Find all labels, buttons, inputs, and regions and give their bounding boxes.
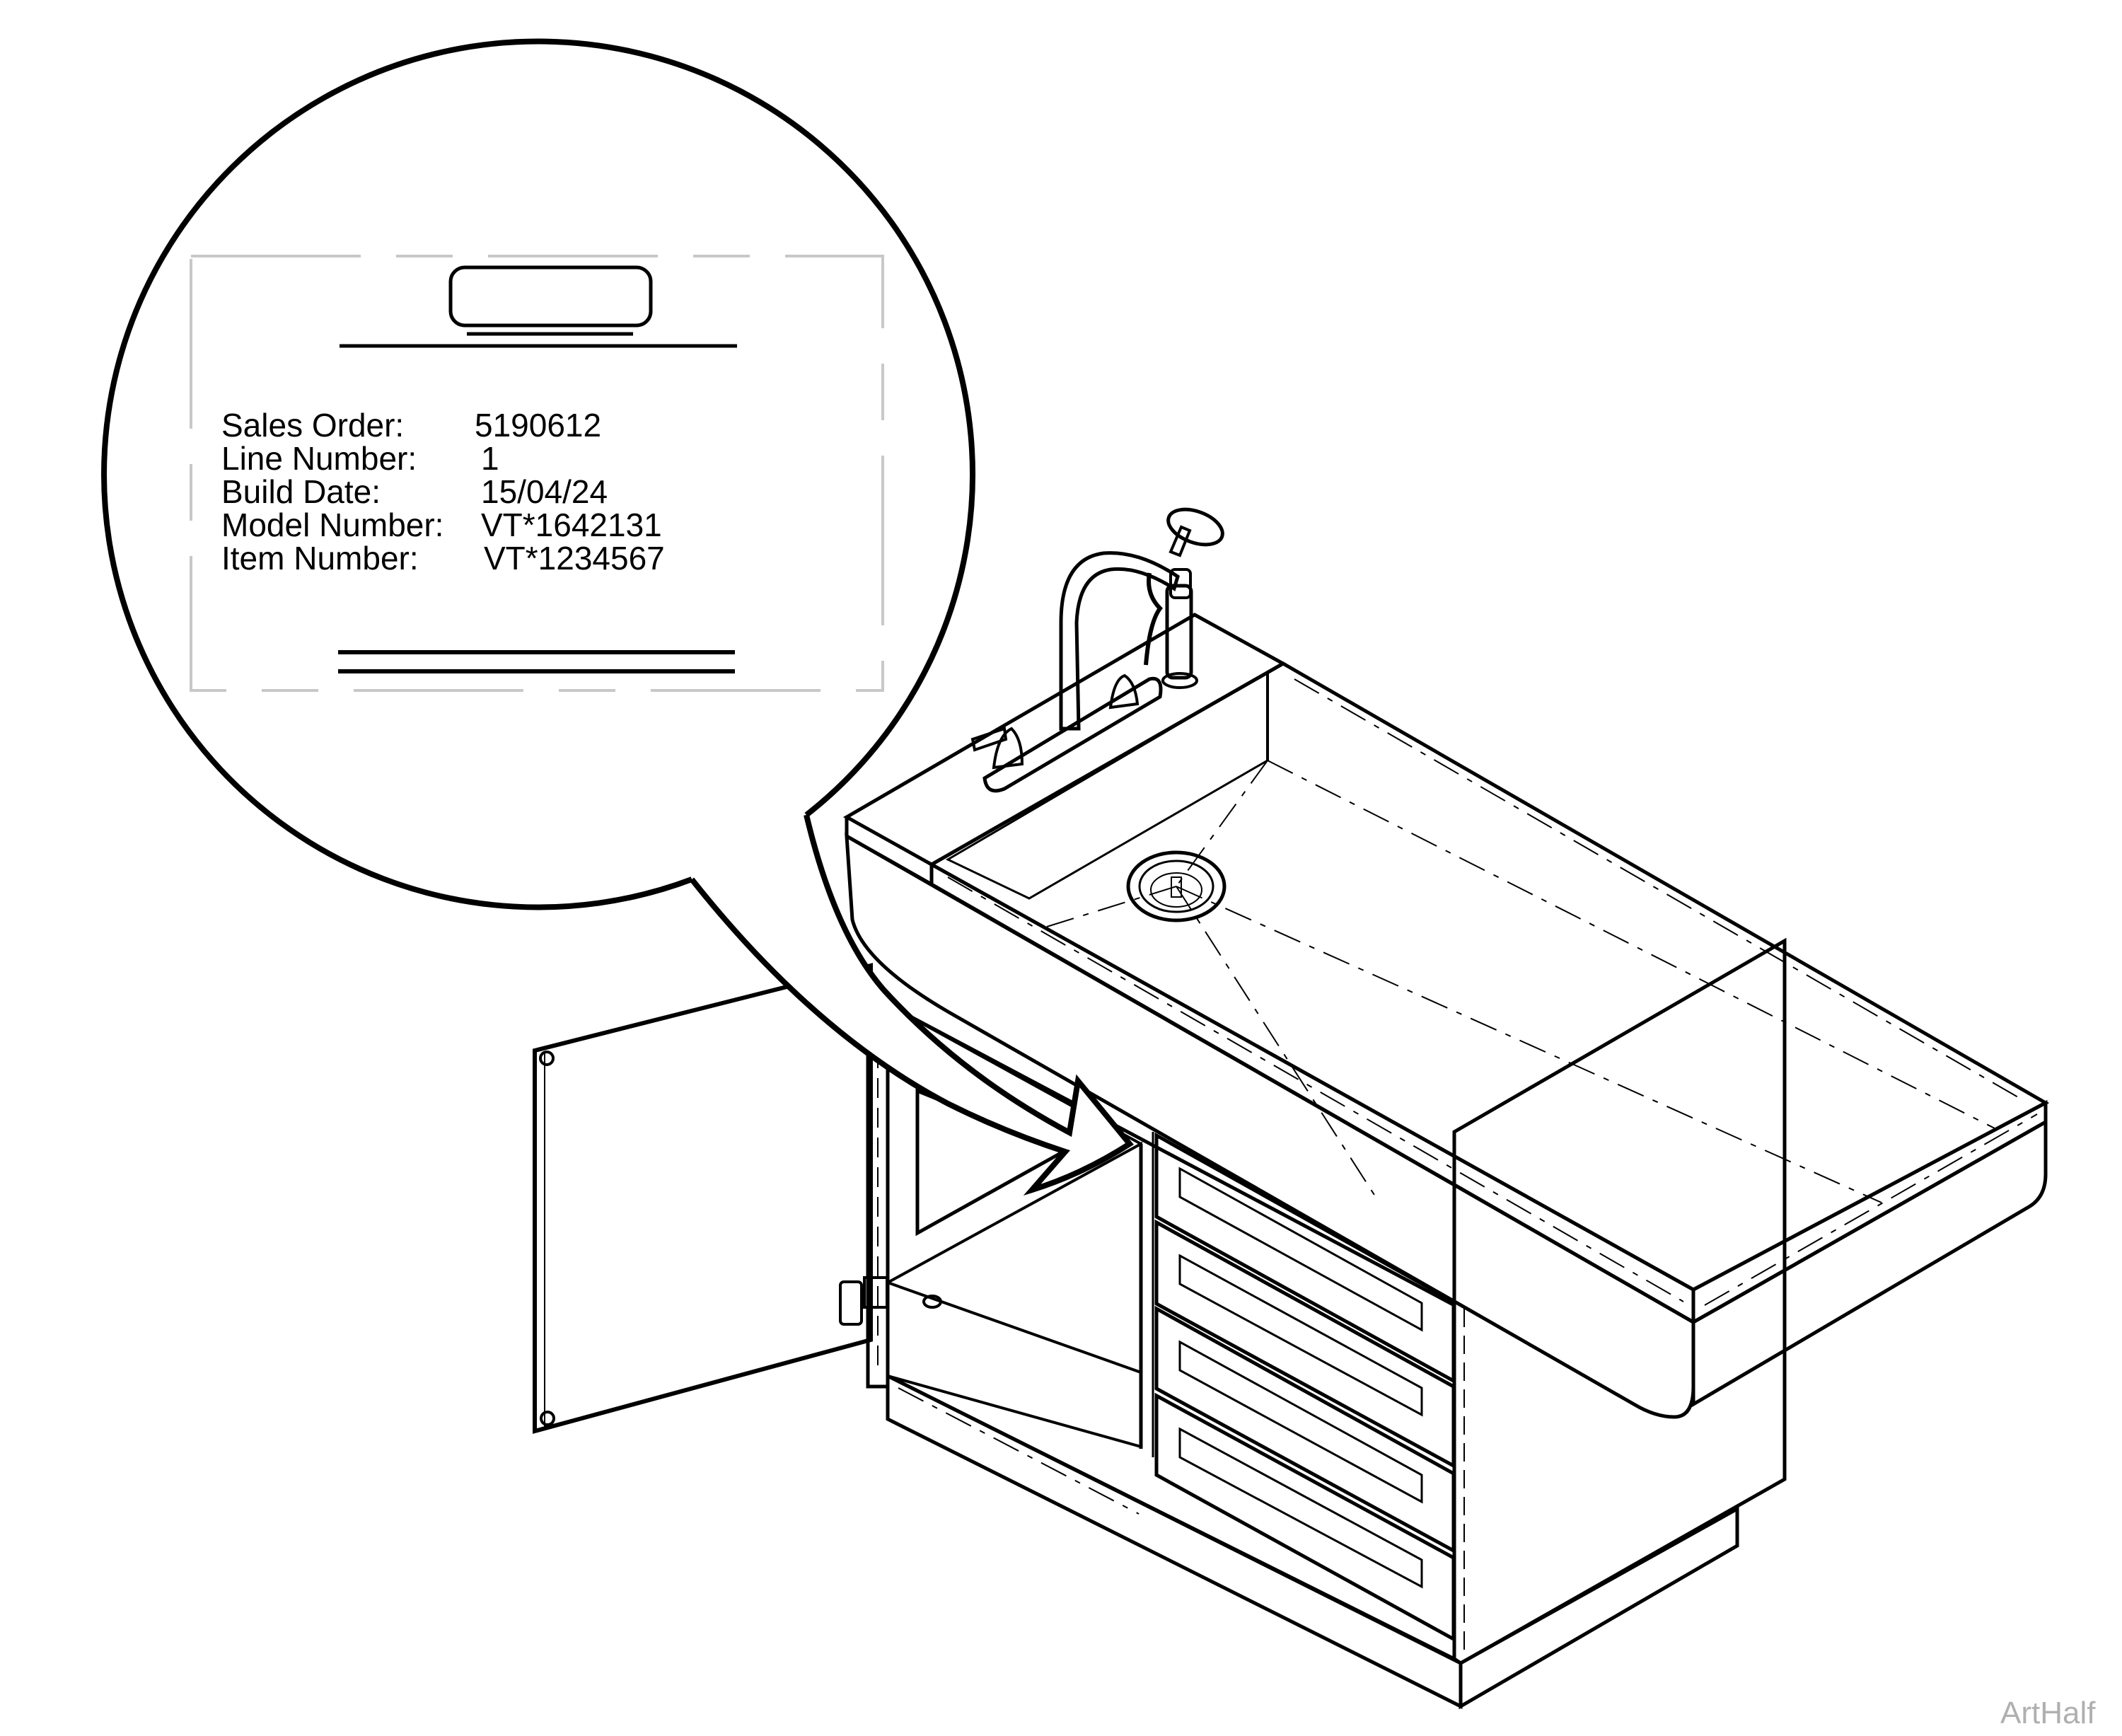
cabinet-door[interactable]: [533, 963, 888, 1434]
drawer-stack: [1154, 1132, 1456, 1643]
faucet-icon: [970, 507, 1224, 793]
field-label: Model Number:: [221, 507, 443, 543]
field-value: 15/04/24: [481, 473, 608, 510]
door-screw-bottom: [540, 1411, 555, 1426]
drawer-3-pull: [1178, 1340, 1423, 1504]
door-screw-top: [539, 1051, 555, 1066]
drawer-1-pull: [1178, 1167, 1423, 1332]
field-label: Sales Order:: [221, 407, 404, 444]
field-value: VT*1642131: [481, 507, 662, 543]
cabinet-body: [866, 937, 1787, 1710]
product-label-card: Sales Order: 5190612 Line Number: 1 Buil…: [190, 255, 884, 692]
sink-basin: [927, 661, 2050, 1326]
watermark: ArtHalf: [2000, 1696, 2096, 1730]
drawer-2-pull: [1178, 1254, 1423, 1417]
callout-bubble: [100, 38, 1134, 1196]
drawer-4[interactable]: [1154, 1392, 1456, 1643]
field-label: Line Number:: [221, 440, 417, 477]
label-row-build-date: Build Date: 15/04/24: [221, 473, 608, 510]
label-row-line-number: Line Number: 1: [221, 440, 499, 477]
field-value: 1: [481, 440, 499, 477]
field-label: Item Number:: [221, 540, 419, 577]
label-logo-box: [448, 265, 653, 328]
field-value: 5190612: [475, 407, 601, 444]
drawer-4-pull: [1178, 1427, 1423, 1589]
label-row-sales-order: Sales Order: 5190612: [221, 407, 601, 444]
field-value: VT*1234567: [484, 540, 665, 577]
hinge-icon: [839, 1276, 888, 1326]
drawer-2[interactable]: [1154, 1219, 1456, 1469]
drawer-3[interactable]: [1154, 1305, 1456, 1554]
drain-icon: [1126, 850, 1227, 922]
callout-arrow-icon: [689, 814, 1134, 1196]
field-label: Build Date:: [221, 473, 381, 510]
label-row-item-number: Item Number: VT*1234567: [221, 540, 665, 577]
label-row-model-number: Model Number: VT*1642131: [221, 507, 662, 543]
countertop: [842, 613, 2048, 1419]
